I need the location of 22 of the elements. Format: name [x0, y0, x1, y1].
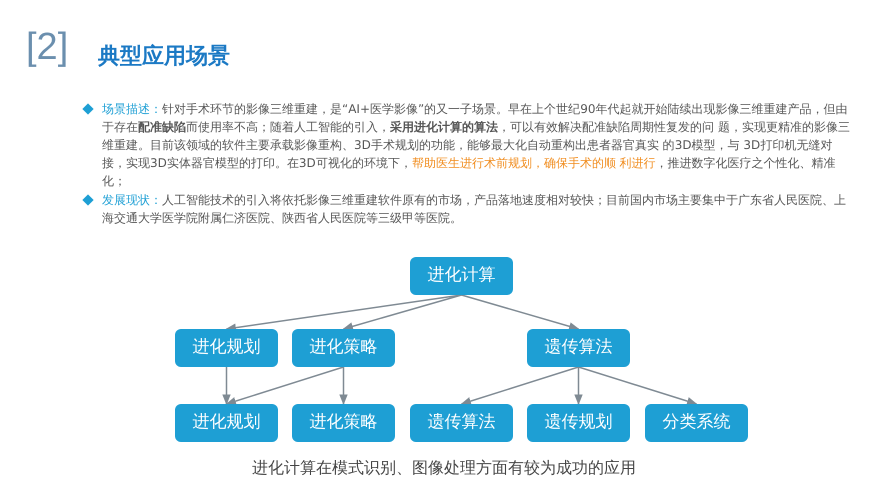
arrow: [461, 294, 580, 330]
arrow: [339, 367, 348, 406]
arrow: [342, 294, 462, 330]
process-box: 进化策略: [292, 329, 395, 367]
arrow: [222, 367, 231, 406]
process-box: 遗传规划: [527, 404, 630, 442]
arrow: [460, 366, 579, 406]
section-number: [2]: [26, 28, 68, 66]
paragraph: 发展现状：人工智能技术的引入将依托影像三维重建软件原有的市场，产品落地速度相对较快；目前国内市场主要集中于广东省人民医院、上海交通大学医学院附属仁济医院、陕西省人民医院等三级甲等医院。: [102, 192, 847, 227]
caption: 进化计算在模式识别、图像处理方面有较为成功的应用: [251, 457, 637, 479]
process-box: 进化规划: [175, 329, 278, 367]
title: 典型应用场景: [98, 42, 230, 71]
paragraph: 场景描述：针对手术环节的影像三维重建，是“AI+医学影像”的又一子场景。早在上个世纪90年代起就开始陆续出现影像三维重建产品，但由于存在配准缺陷而使用率不高；随着人工智能的引入，采用进化计算的算法，可以有效解决配准缺陷周期性复发的问 题，实现更精准的影像三维重建。目前该领域的软件主要承载影像重构、3D手术规划的功能，能够最大化自动重构出患者器官真实 的3D模型，与 3D打印机无缝对接，实现3D实体器官模型的打印。在3D可视化的环境下，帮助医生进行术前规划，确保手术的顺 利进行，推进数字化医疗之个性化、精准化；: [102, 101, 851, 190]
arrow: [574, 367, 583, 406]
arrow: [578, 366, 698, 406]
process-box: 遗传算法: [410, 404, 513, 442]
process-box: 进化计算: [410, 257, 513, 295]
arrow: [226, 366, 344, 406]
process-box: 遗传算法: [527, 329, 630, 367]
process-box: 进化规划: [175, 404, 278, 442]
process-box: 分类系统: [645, 404, 748, 442]
process-box: 进化策略: [292, 404, 395, 442]
